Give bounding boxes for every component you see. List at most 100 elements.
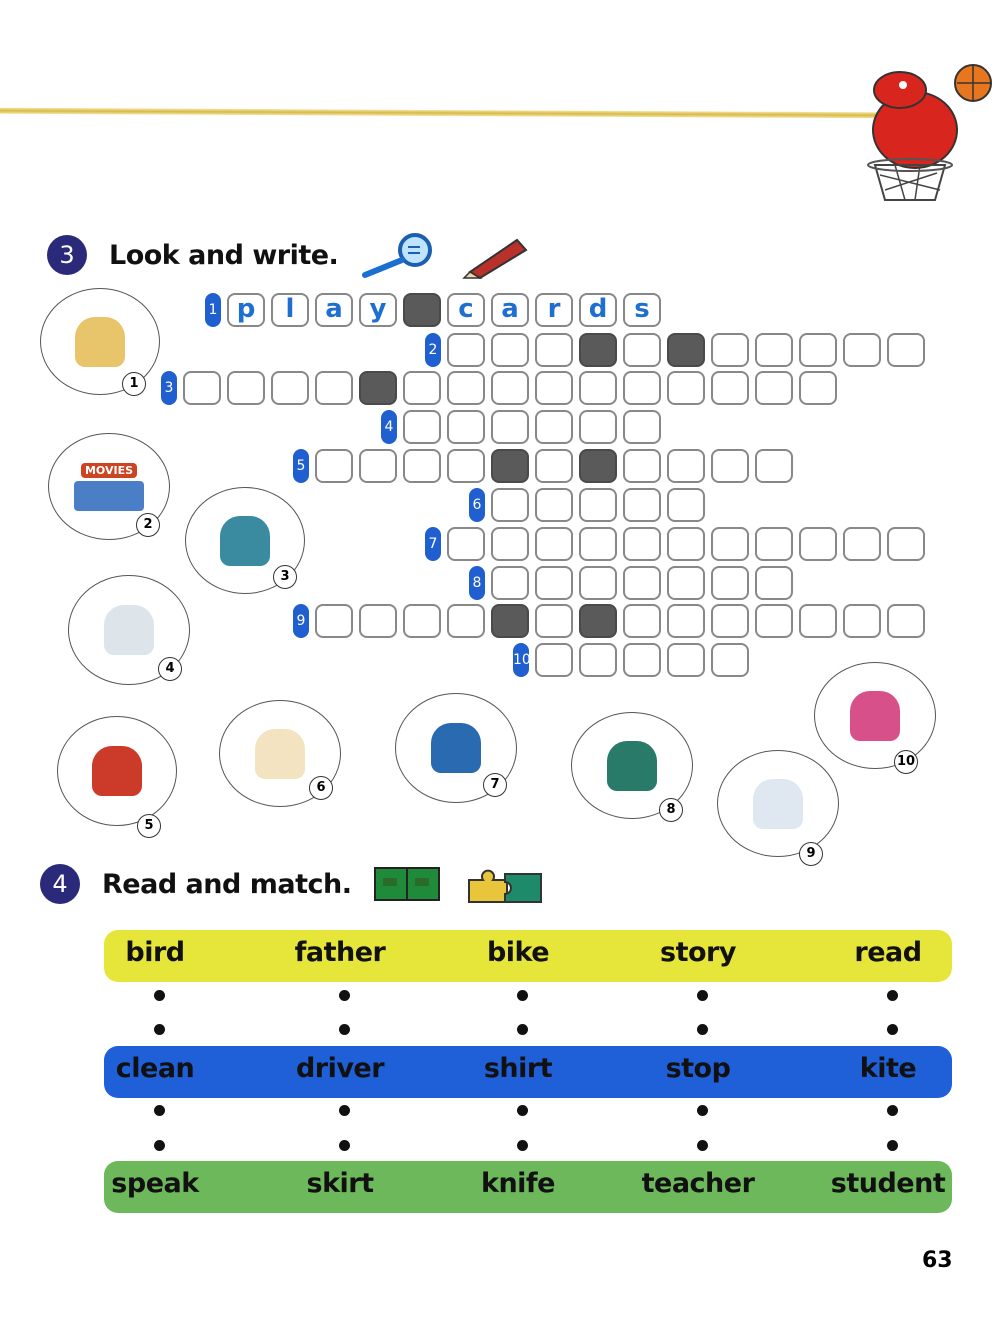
crossword-cell[interactable]: y — [359, 293, 397, 327]
crossword-cell[interactable]: r — [535, 293, 573, 327]
crossword-cell[interactable] — [579, 527, 617, 561]
match-dot[interactable] — [697, 1140, 708, 1151]
match-dot[interactable] — [887, 1105, 898, 1116]
crossword-cell[interactable] — [755, 604, 793, 638]
crossword-cell[interactable] — [183, 371, 221, 405]
crossword-cell[interactable] — [711, 566, 749, 600]
crossword-cell[interactable] — [667, 643, 705, 677]
crossword-cell[interactable]: c — [447, 293, 485, 327]
crossword-cell[interactable] — [403, 449, 441, 483]
crossword-cell[interactable] — [491, 371, 529, 405]
crossword-cell[interactable] — [711, 643, 749, 677]
crossword-cell[interactable]: s — [623, 293, 661, 327]
crossword-cell[interactable] — [623, 449, 661, 483]
match-dot[interactable] — [339, 990, 350, 1001]
crossword-cell[interactable] — [755, 566, 793, 600]
crossword-cell[interactable]: a — [491, 293, 529, 327]
crossword-cell[interactable] — [491, 488, 529, 522]
match-dot[interactable] — [887, 990, 898, 1001]
crossword-cell[interactable] — [579, 643, 617, 677]
crossword-cell[interactable] — [491, 527, 529, 561]
crossword-cell[interactable] — [623, 604, 661, 638]
crossword-cell[interactable] — [315, 604, 353, 638]
match-word[interactable]: kite — [859, 1053, 917, 1084]
crossword-cell[interactable] — [535, 643, 573, 677]
crossword-cell[interactable] — [491, 566, 529, 600]
crossword-cell[interactable] — [843, 604, 881, 638]
crossword-cell[interactable] — [667, 371, 705, 405]
crossword-cell[interactable] — [755, 333, 793, 367]
crossword-cell[interactable] — [667, 449, 705, 483]
crossword-cell[interactable] — [799, 333, 837, 367]
crossword-cell[interactable] — [403, 604, 441, 638]
crossword-cell[interactable] — [535, 449, 573, 483]
crossword-cell[interactable] — [491, 410, 529, 444]
crossword-cell[interactable] — [447, 333, 485, 367]
match-dot[interactable] — [887, 1140, 898, 1151]
crossword-cell[interactable] — [667, 527, 705, 561]
crossword-cell[interactable] — [535, 527, 573, 561]
match-word[interactable]: bike — [486, 937, 550, 968]
crossword-cell[interactable] — [623, 566, 661, 600]
crossword-cell[interactable] — [667, 488, 705, 522]
crossword-cell[interactable] — [447, 527, 485, 561]
match-dot[interactable] — [154, 1140, 165, 1151]
match-dot[interactable] — [517, 1024, 528, 1035]
match-word[interactable]: teacher — [641, 1168, 755, 1199]
crossword-cell[interactable] — [667, 566, 705, 600]
crossword-cell[interactable] — [711, 604, 749, 638]
crossword-cell[interactable] — [623, 410, 661, 444]
crossword-cell[interactable] — [403, 371, 441, 405]
crossword-cell[interactable] — [799, 604, 837, 638]
crossword-cell[interactable] — [623, 643, 661, 677]
crossword-cell[interactable] — [755, 449, 793, 483]
crossword-cell[interactable] — [843, 527, 881, 561]
match-word[interactable]: read — [854, 937, 922, 968]
match-dot[interactable] — [154, 990, 165, 1001]
crossword-cell[interactable] — [579, 371, 617, 405]
crossword-cell[interactable] — [535, 333, 573, 367]
match-dot[interactable] — [517, 1105, 528, 1116]
match-dot[interactable] — [339, 1024, 350, 1035]
crossword-cell[interactable] — [623, 371, 661, 405]
match-dot[interactable] — [697, 990, 708, 1001]
match-dot[interactable] — [517, 1140, 528, 1151]
crossword-cell[interactable] — [887, 333, 925, 367]
match-word[interactable]: speak — [111, 1168, 199, 1199]
match-dot[interactable] — [339, 1105, 350, 1116]
crossword-cell[interactable] — [359, 449, 397, 483]
crossword-cell[interactable] — [535, 371, 573, 405]
match-word[interactable]: story — [660, 937, 736, 968]
crossword-cell[interactable] — [711, 449, 749, 483]
crossword-cell[interactable]: l — [271, 293, 309, 327]
crossword-cell[interactable]: a — [315, 293, 353, 327]
match-word[interactable]: shirt — [483, 1053, 553, 1084]
crossword-cell[interactable] — [711, 333, 749, 367]
crossword-cell[interactable] — [887, 604, 925, 638]
crossword-cell[interactable] — [799, 371, 837, 405]
crossword-cell[interactable] — [579, 488, 617, 522]
crossword-cell[interactable]: p — [227, 293, 265, 327]
match-dot[interactable] — [154, 1024, 165, 1035]
crossword-cell[interactable] — [447, 410, 485, 444]
crossword-cell[interactable] — [535, 604, 573, 638]
crossword-cell[interactable] — [403, 410, 441, 444]
match-word[interactable]: stop — [665, 1053, 731, 1084]
crossword-cell[interactable] — [359, 604, 397, 638]
crossword-cell[interactable] — [887, 527, 925, 561]
match-word[interactable]: skirt — [306, 1168, 374, 1199]
match-word[interactable]: knife — [481, 1168, 556, 1199]
match-word[interactable]: student — [830, 1168, 946, 1199]
crossword-cell[interactable] — [755, 527, 793, 561]
crossword-cell[interactable] — [447, 449, 485, 483]
crossword-cell[interactable] — [711, 527, 749, 561]
match-word[interactable]: father — [294, 937, 386, 968]
crossword-cell[interactable] — [623, 333, 661, 367]
match-dot[interactable] — [697, 1024, 708, 1035]
crossword-cell[interactable] — [271, 371, 309, 405]
crossword-cell[interactable] — [227, 371, 265, 405]
match-word[interactable]: bird — [125, 937, 185, 968]
crossword-cell[interactable] — [535, 410, 573, 444]
crossword-cell[interactable] — [623, 488, 661, 522]
crossword-cell[interactable] — [799, 527, 837, 561]
